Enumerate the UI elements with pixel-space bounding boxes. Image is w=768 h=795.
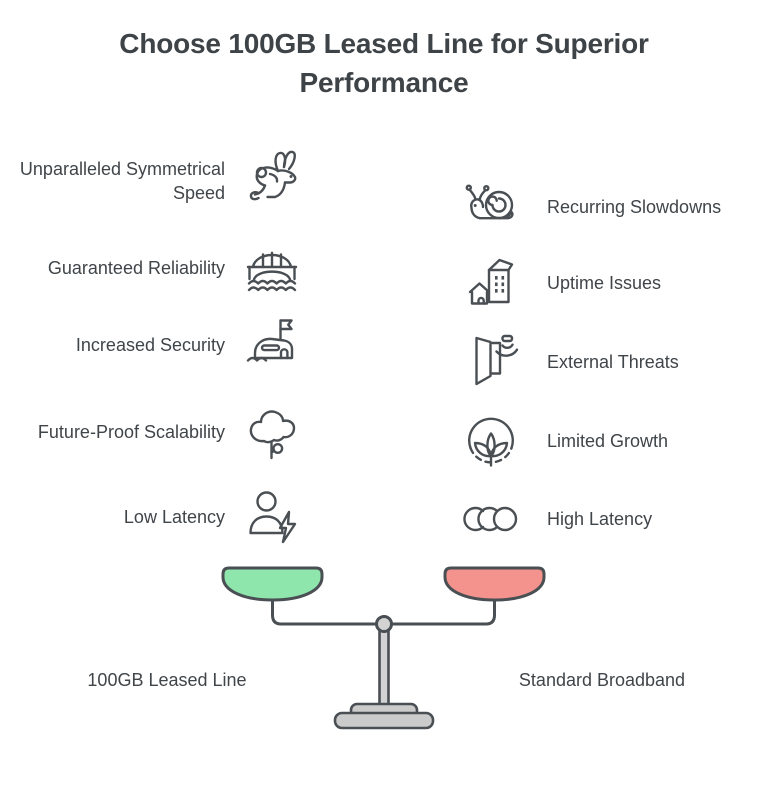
- feature-label: Guaranteed Reliability: [47, 258, 225, 278]
- feature-row-latency: Low Latency: [0, 485, 304, 549]
- scale-pan-right: [443, 566, 546, 602]
- feature-row-slowdowns: Recurring Slowdowns: [459, 175, 721, 239]
- plant-circle-icon: [468, 417, 514, 467]
- feature-label: Increased Security: [75, 335, 225, 355]
- feature-label: Uptime Issues: [547, 273, 662, 293]
- feature-label: Limited Growth: [547, 431, 669, 451]
- feature-row-uptime: Uptime Issues: [459, 251, 661, 315]
- scale-label-left: 100GB Leased Line: [87, 670, 247, 690]
- feature-row-growth: Limited Growth: [459, 409, 668, 473]
- feature-label: Unparalleled Symmetrical Speed: [19, 159, 225, 203]
- page-title: Choose 100GB Leased Line for Superior Pe…: [119, 28, 649, 98]
- rabbit-icon: [249, 150, 297, 201]
- feature-label: Recurring Slowdowns: [547, 197, 722, 217]
- scale-pan-left: [221, 566, 324, 602]
- feature-label: External Threats: [547, 352, 679, 372]
- feature-row-threats: External Threats: [459, 330, 679, 394]
- door-signal-icon: [475, 334, 519, 386]
- scale-arm-left: [271, 596, 378, 626]
- person-lightning-icon: [249, 491, 297, 544]
- three-circles-icon: [463, 506, 518, 532]
- feature-label: Future-Proof Scalability: [37, 422, 225, 442]
- feature-row-high-latency: High Latency: [459, 487, 652, 551]
- feature-row-reliability: Guaranteed Reliability: [0, 236, 304, 300]
- buildings-icon: [468, 258, 514, 305]
- feature-label: High Latency: [547, 509, 653, 529]
- feature-label: Low Latency: [123, 507, 225, 527]
- snail-icon: [465, 184, 514, 220]
- scale-base-bottom: [333, 711, 435, 730]
- scale-pole: [378, 624, 390, 710]
- feature-row-speed: Unparalleled Symmetrical Speed: [0, 149, 304, 213]
- cloud-tree-icon: [249, 410, 296, 460]
- feature-row-security: Increased Security: [0, 313, 304, 377]
- scale-arm-right: [389, 596, 496, 626]
- bridge-icon: [246, 251, 298, 292]
- scale-pivot: [375, 615, 393, 633]
- scale-label-right: Standard Broadband: [518, 670, 686, 690]
- fort-flag-icon: [246, 319, 294, 362]
- feature-row-scalability: Future-Proof Scalability: [0, 400, 304, 464]
- balance-scale: [221, 566, 546, 730]
